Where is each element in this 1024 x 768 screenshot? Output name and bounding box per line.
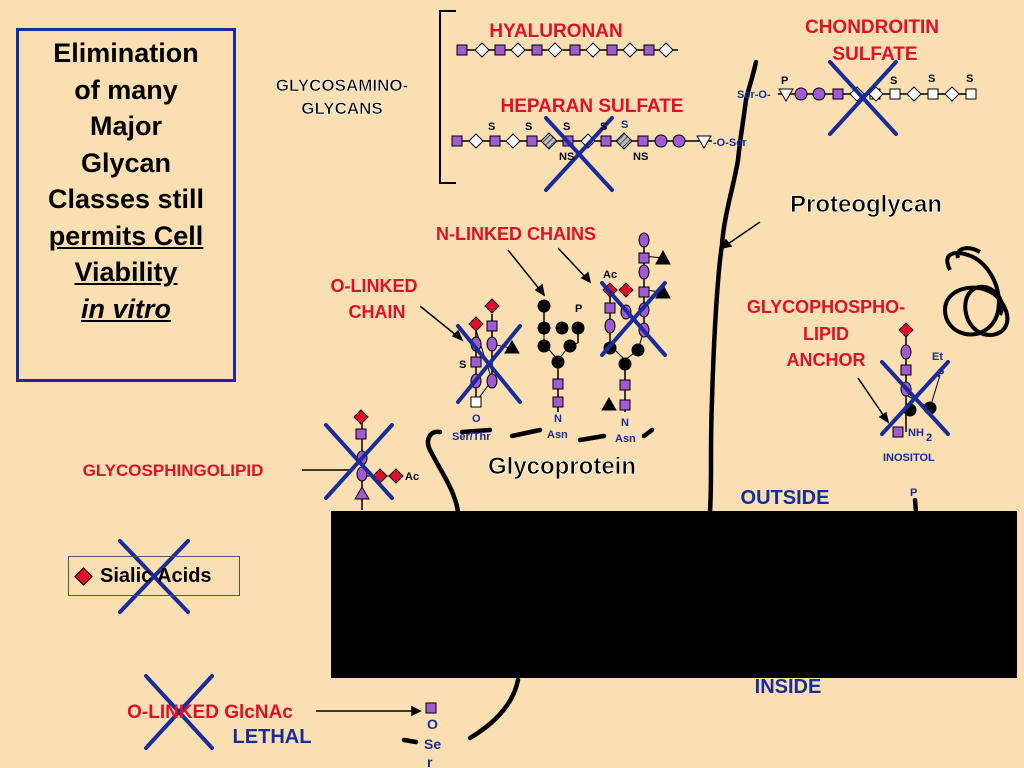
leader-lines — [302, 221, 890, 717]
p-label-gpi: P — [937, 368, 944, 380]
summary-box: Elimination of many Major Glycan Classes… — [16, 28, 236, 382]
et-label: Et — [932, 351, 943, 363]
asn-label-1: Asn — [547, 429, 568, 441]
n-linked-chain-1 — [537, 299, 585, 412]
hatched-diamond-sugar — [540, 132, 558, 150]
lethal-label: LETHAL — [233, 726, 312, 748]
s-label-o-linked: S — [459, 359, 466, 371]
sialic-acid-legend-label: Sialic Acids — [100, 564, 212, 587]
glycosaminoglycans-label-1: GLYCOSAMINO- — [276, 76, 409, 95]
s-label-hs-5: S — [621, 119, 628, 131]
o-linked-glcnac-label: O-LINKED GlcNAc — [127, 702, 293, 723]
white-diamond-sugar — [474, 42, 490, 58]
red-diamond-sialic-acid — [484, 298, 500, 314]
o-linked-label-1: O-LINKED — [331, 276, 418, 296]
ns-label-2: NS — [633, 151, 648, 163]
summary-line-5: Classes still — [47, 184, 205, 214]
n-linked-label: N-LINKED CHAINS — [436, 224, 596, 244]
red-diamond-icon — [74, 566, 93, 586]
glcnac-o-label: O — [427, 716, 438, 732]
glycosphingolipid-label: GLYCOSPHINGOLIPID — [83, 461, 264, 480]
glcnac-se-label: Se — [424, 736, 441, 752]
blue-x-crosses — [118, 60, 950, 750]
o-ser-label: -O-Ser — [713, 137, 747, 149]
sialic-acid-legend: Sialic Acids — [68, 556, 240, 596]
ser-o-label: Ser-O- — [737, 89, 771, 101]
o-label: O — [472, 413, 481, 425]
summary-line-7: Viability — [74, 257, 178, 287]
chondroitin-label-2: SULFATE — [832, 44, 917, 65]
o-linked-chain — [468, 298, 520, 408]
s-label-hs-3: S — [563, 121, 570, 133]
inside-label: INSIDE — [755, 676, 822, 698]
n-label-2: N — [621, 417, 629, 429]
chondroitin-label-1: CHONDROITIN — [805, 17, 939, 38]
gag-bracket — [439, 10, 456, 184]
gpi-label-2: LIPID — [803, 324, 849, 344]
asn-label-2: Asn — [615, 433, 636, 445]
p-label-n-linked: P — [575, 303, 582, 315]
summary-line-4: Glycan — [80, 147, 172, 178]
white-square-sugar — [889, 88, 901, 100]
s-label-hs-1: S — [488, 121, 495, 133]
glycoprotein-label: Glycoprotein — [488, 453, 636, 480]
proteoglycan-label: Proteoglycan — [790, 191, 942, 218]
p-label-inositol: P — [910, 487, 917, 499]
redaction-box — [331, 511, 1017, 678]
purple-circle-sugar — [654, 134, 668, 148]
ac-label-n-linked: Ac — [603, 269, 617, 281]
inositol-label: INOSITOL — [883, 452, 935, 464]
heparan-sulfate-label: HEPARAN SULFATE — [501, 96, 684, 117]
nh-sub-label: 2 — [926, 432, 932, 444]
white-triangle-xylose — [696, 135, 712, 149]
glycosaminoglycans-label-2: GLYCANS — [301, 99, 383, 118]
s-label-cs-1: S — [890, 75, 897, 87]
s-label-cs-2: S — [928, 73, 935, 85]
p-label-cs: P — [781, 75, 788, 87]
ac-label-gsl: Ac — [405, 471, 419, 483]
heparan-sulfate-chain — [451, 132, 712, 150]
gpi-anchor — [892, 322, 941, 438]
black-circle-sugar — [563, 339, 577, 353]
ser-thr-label: Ser/Thr — [452, 431, 491, 443]
s-label-hs-4: S — [600, 121, 607, 133]
ns-label-1: NS — [559, 151, 574, 163]
o-linked-label-2: CHAIN — [349, 302, 406, 322]
s-label-cs-3: S — [966, 73, 973, 85]
gpi-label-1: GLYCOPHOSPHO- — [747, 297, 905, 317]
nh-label: NH — [908, 427, 924, 439]
glcnac-square-sugar — [425, 702, 437, 714]
summary-line-2: of many — [74, 74, 178, 105]
chondroitin-sulfate-chain — [778, 86, 977, 102]
hyaluronan-label: HYALURONAN — [489, 21, 622, 42]
summary-line-8: in vitro — [80, 293, 171, 324]
s-label-hs-2: S — [525, 121, 532, 133]
gpi-label-3: ANCHOR — [787, 350, 866, 370]
hyaluronan-chain — [456, 42, 678, 58]
purple-square-sugar — [456, 44, 468, 56]
summary-line-6: permits Cell — [48, 220, 204, 251]
glcnac-r-label: r — [427, 754, 433, 768]
membrane-strands — [401, 59, 919, 745]
summary-line-3: Major — [89, 111, 162, 141]
gpi-loops — [942, 246, 1010, 338]
outside-label: OUTSIDE — [741, 487, 830, 509]
black-triangle-fucose — [504, 340, 520, 354]
summary-line-1: Elimination — [53, 38, 199, 68]
n-label-1: N — [554, 413, 562, 425]
